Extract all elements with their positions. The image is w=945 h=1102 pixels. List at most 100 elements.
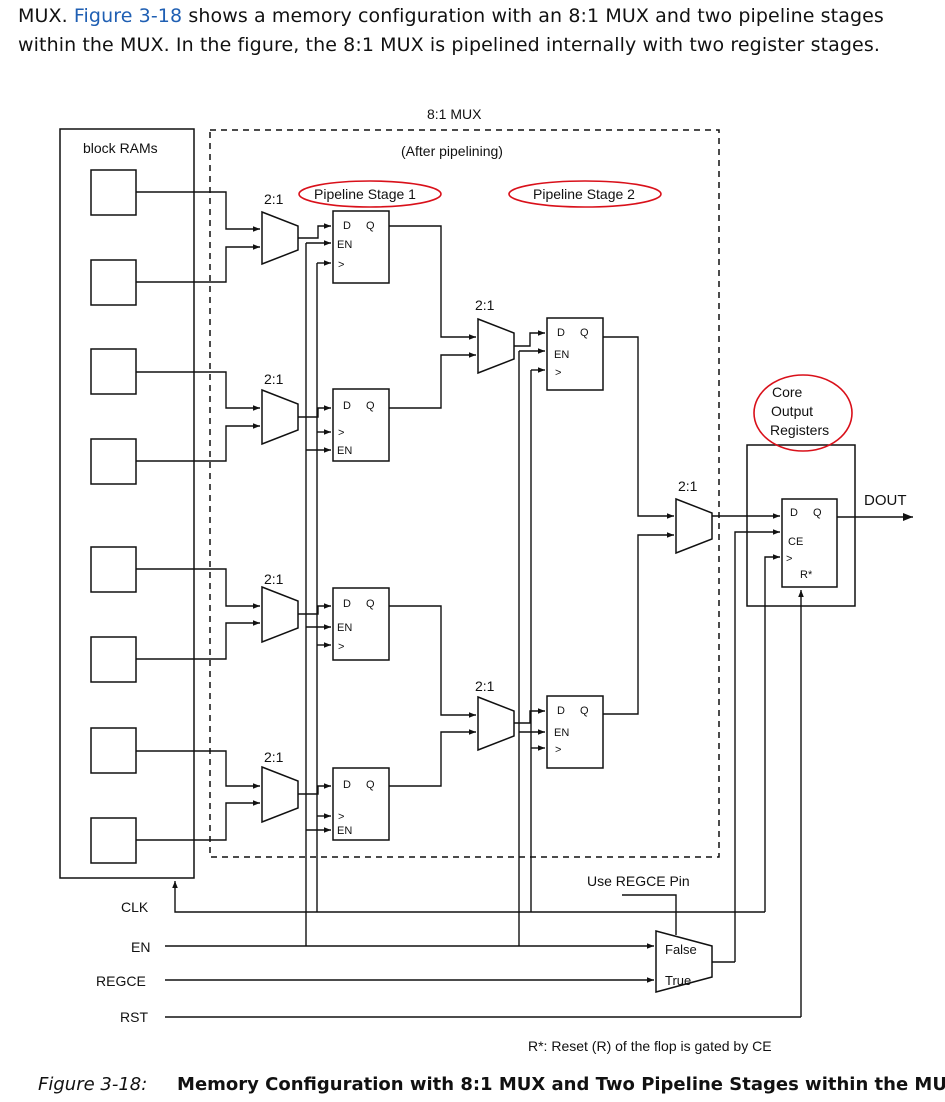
stage2-to-final-wires: [603, 336, 674, 715]
ff-s1-a-q: Q: [366, 220, 375, 232]
regce-label: REGCE: [96, 973, 146, 989]
ff-core-d: D: [790, 507, 798, 519]
pipeline-stage-2-label: Pipeline Stage 2: [533, 186, 635, 202]
ff-s1-d-q: Q: [366, 779, 375, 791]
mux-8to1-boundary: [209, 129, 720, 858]
ff-s2-b-q: Q: [580, 705, 589, 717]
mux-d-label: 2:1: [264, 749, 284, 765]
stage1-to-stage2-wires: [389, 225, 476, 787]
core-output-label-2: Output: [771, 403, 813, 419]
ff-s1-b-q: Q: [366, 400, 375, 412]
figure-caption: Figure 3-18: Memory Configuration with 8…: [38, 1074, 945, 1095]
ff-core-ce: CE: [788, 536, 803, 548]
intro-line-2: within the MUX. In the figure, the 8:1 M…: [18, 34, 880, 56]
stage1-data-wires: [298, 223, 331, 795]
regce-select-mux: [655, 930, 713, 993]
block-ram-6: [90, 636, 137, 683]
clk-wires: [172, 881, 765, 913]
clk-label: CLK: [121, 899, 149, 915]
after-pipelining-label: (After pipelining): [401, 143, 503, 159]
ff-s2-b-clk: >: [555, 744, 561, 756]
ff-s1-a: [332, 210, 390, 284]
regce-select-wire: [622, 894, 677, 935]
ff-s1-d-d: D: [343, 779, 351, 791]
stage2-flops: [546, 317, 604, 769]
ff-s1-a-en: EN: [337, 239, 352, 251]
ff-s1-a-d: D: [343, 220, 351, 232]
ff-s2-b-en: EN: [554, 727, 569, 739]
ff-s2-a-q: Q: [580, 327, 589, 339]
ff-s2-a-d: D: [557, 327, 565, 339]
core-output-label-1: Core: [772, 384, 803, 400]
intro-prefix: MUX.: [18, 5, 68, 27]
mux-e: [477, 317, 515, 375]
ff-s2-b-d: D: [557, 705, 565, 717]
block-ram-cells: [90, 169, 137, 864]
pipeline-stage-2-highlight: [508, 180, 662, 208]
mux-b-label: 2:1: [264, 371, 284, 387]
ff-s1-b-clk: >: [338, 427, 344, 439]
pipeline-stage-1-highlight: [298, 180, 442, 208]
ff-s1-c-d: D: [343, 598, 351, 610]
mux-f: [477, 695, 515, 752]
true-label: True: [665, 973, 691, 988]
block-ram-container: [59, 128, 195, 879]
mux-d: [261, 765, 299, 824]
ff-core-clk: >: [786, 553, 792, 565]
block-ram-8: [90, 817, 137, 864]
dout-label: DOUT: [864, 492, 907, 509]
pipeline-stage-1-label: Pipeline Stage 1: [314, 186, 416, 202]
false-label: False: [665, 942, 697, 957]
intro-line-1: MUX. Figure 3-18 shows a memory configur…: [18, 2, 943, 31]
rst-label: RST: [120, 1009, 148, 1025]
mux-c-label: 2:1: [264, 571, 284, 587]
ff-s1-b: [332, 388, 390, 462]
intro-paragraph: MUX. Figure 3-18 shows a memory configur…: [18, 2, 943, 60]
use-regce-pin-label: Use REGCE Pin: [587, 873, 690, 889]
ff-s1-c-en: EN: [337, 622, 352, 634]
block-ram-2: [90, 259, 137, 306]
block-ram-5: [90, 546, 137, 593]
stage2-wires: [514, 330, 545, 946]
ff-core: [781, 498, 838, 588]
core-output-highlight: [753, 374, 853, 452]
ram-to-mux-wires: [136, 191, 260, 841]
ff-s1-a-clk: >: [338, 259, 344, 271]
intro-suffix: shows a memory configuration with an 8:1…: [188, 5, 884, 27]
block-ram-3: [90, 348, 137, 395]
figure-caption-label: Figure 3-18:: [38, 1074, 148, 1095]
core-wires: [712, 513, 913, 1017]
ff-core-reset: R*: [800, 569, 813, 581]
stage2-flop-labels: D Q EN > D Q EN >: [554, 327, 589, 756]
figure-link[interactable]: Figure 3-18: [73, 5, 183, 27]
stage1-control-wires: [305, 240, 331, 946]
core-flop-labels: D Q CE > R*: [786, 507, 822, 581]
reset-footnote: R*: Reset (R) of the flop is gated by CE: [528, 1038, 772, 1054]
mux-c: [261, 585, 299, 644]
stage1-flop-labels: D Q EN > D Q > EN D Q EN > D Q > EN: [337, 220, 375, 837]
block-ram-1: [90, 169, 137, 216]
ff-s1-b-en: EN: [337, 445, 352, 457]
stage1-muxes: [261, 210, 299, 824]
mux-a-label: 2:1: [264, 191, 284, 207]
ff-s2-b: [546, 695, 604, 769]
figure-caption-title: Memory Configuration with 8:1 MUX and Tw…: [177, 1074, 945, 1095]
mux-a: [261, 210, 299, 266]
mux-final: [675, 497, 713, 555]
ff-s2-a-en: EN: [554, 349, 569, 361]
block-ram-7: [90, 727, 137, 774]
mux-f-label: 2:1: [475, 678, 495, 694]
mux-b: [261, 388, 299, 446]
ff-s2-a: [546, 317, 604, 391]
core-output-label-3: Registers: [770, 422, 829, 438]
ff-s1-c-q: Q: [366, 598, 375, 610]
mux-e-label: 2:1: [475, 297, 495, 313]
ff-s1-c-clk: >: [338, 641, 344, 653]
block-rams-label: block RAMs: [83, 140, 158, 156]
ff-core-q: Q: [813, 507, 822, 519]
ff-s1-d-en: EN: [337, 825, 352, 837]
ff-s1-c: [332, 587, 390, 661]
stage2-muxes: [477, 317, 515, 752]
ff-s1-d: [332, 767, 390, 841]
stage1-flops: [332, 210, 390, 841]
